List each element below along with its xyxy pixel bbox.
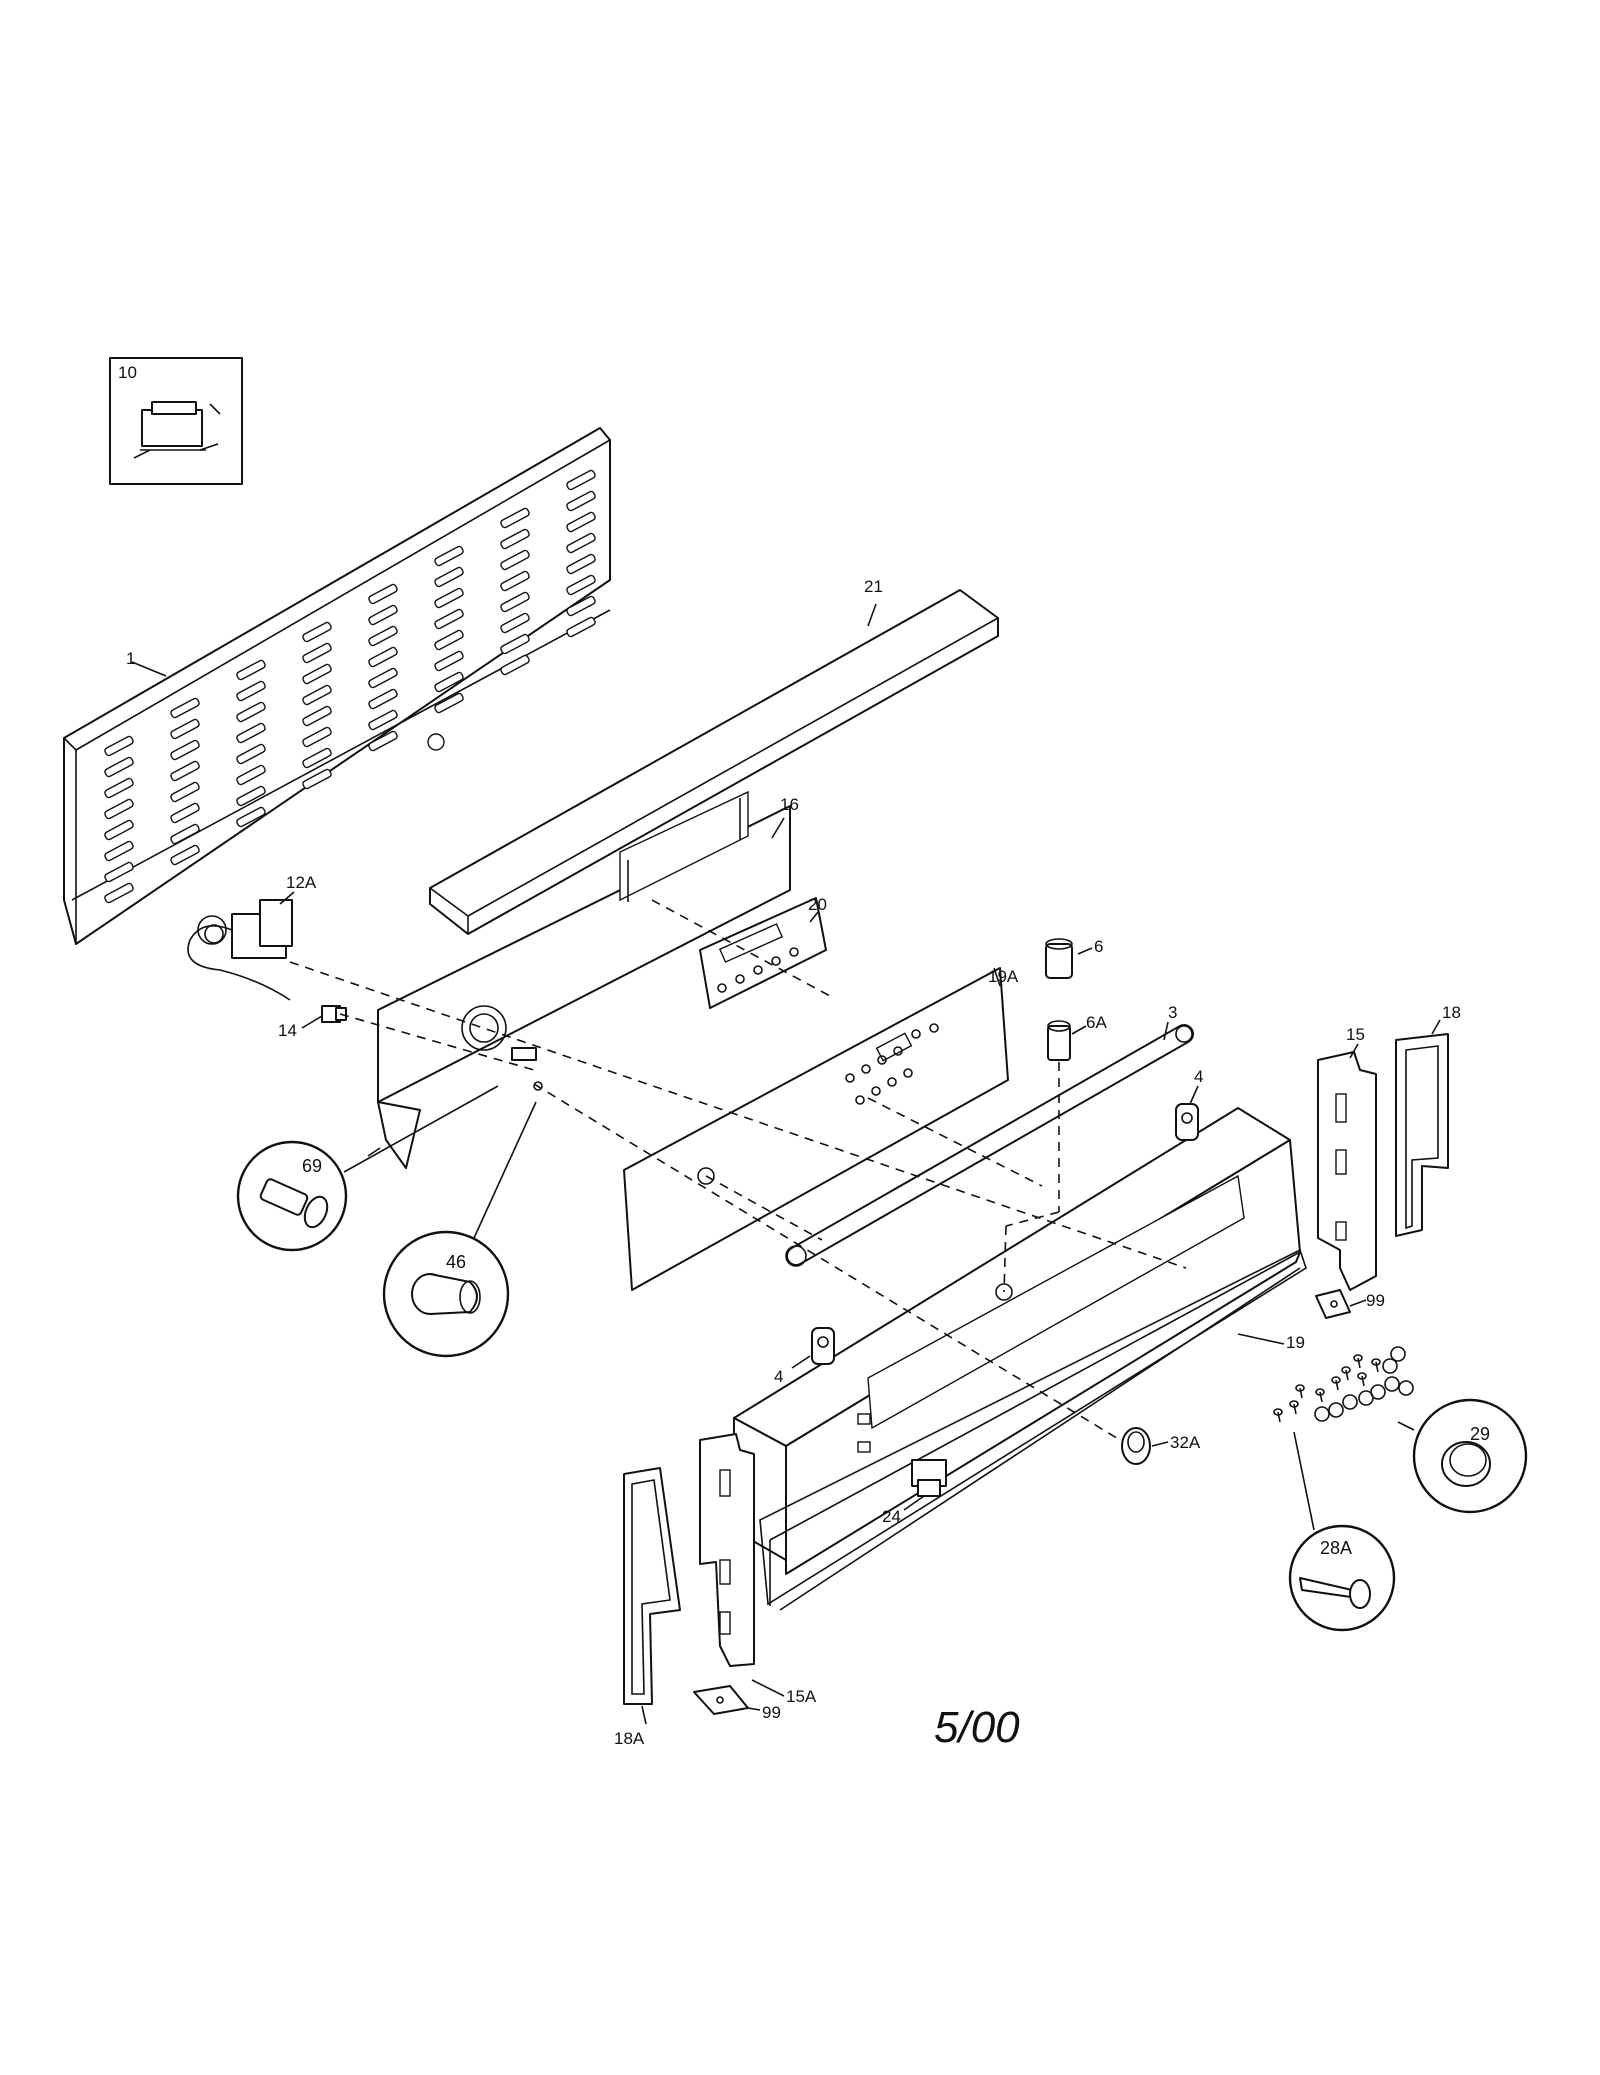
date-mark: 5/00 <box>934 1703 1020 1752</box>
clock-knob-part-6 <box>1045 938 1073 979</box>
label-part-29: 29 <box>1470 1424 1490 1444</box>
label-part-3: 3 <box>1168 1003 1177 1022</box>
knob-bushing-part-6a <box>1047 1020 1071 1061</box>
label-part-12a: 12A <box>286 873 317 892</box>
label-part-19: 19 <box>1286 1333 1305 1352</box>
screw-part-69 <box>259 1178 329 1229</box>
label-part-19a: 19A <box>988 967 1019 986</box>
knob-part-32a <box>1121 1427 1151 1465</box>
label-part-15: 15 <box>1346 1025 1365 1044</box>
clip-lower <box>811 1327 835 1365</box>
clip-upper <box>1175 1103 1199 1141</box>
end-cap-right <box>1395 1033 1449 1237</box>
knob-part-29 <box>1441 1441 1491 1487</box>
electronic-control-board <box>699 897 827 1009</box>
back-guard-panel <box>63 427 611 945</box>
assembly-lines <box>289 899 1187 1441</box>
label-part-20: 20 <box>808 895 827 914</box>
control-board-buttons <box>717 947 799 993</box>
label-part-4-upper: 4 <box>1194 1067 1203 1086</box>
label-part-99-left: 99 <box>762 1703 781 1722</box>
knob-and-screw-cluster <box>1273 1346 1414 1423</box>
label-part-4-lower: 4 <box>774 1367 783 1386</box>
label-part-15a: 15A <box>786 1687 817 1706</box>
end-bracket-right <box>1317 1051 1377 1291</box>
label-part-21: 21 <box>864 577 883 596</box>
control-panel-backing <box>377 790 791 1169</box>
label-part-28a: 28A <box>1320 1538 1352 1558</box>
label-part-1: 1 <box>126 649 135 668</box>
overlay-keypad <box>845 1023 939 1105</box>
switch-part-24 <box>911 1459 947 1497</box>
label-part-6: 6 <box>1094 937 1103 956</box>
callout-69: 69 <box>236 1085 499 1252</box>
transformer-part <box>133 401 221 459</box>
inset-box-part-10: 10 <box>109 357 243 485</box>
bracket-foot-right <box>1315 1289 1351 1319</box>
pin-part-28a <box>1299 1577 1371 1609</box>
thermostat-part <box>187 899 293 1001</box>
overlay-panel <box>623 967 1009 1291</box>
label-part-16: 16 <box>780 795 799 814</box>
vent-slots <box>104 469 596 904</box>
connector-block <box>461 1005 543 1091</box>
callout-28a: 28A <box>1288 1431 1396 1632</box>
label-part-46: 46 <box>446 1252 466 1272</box>
label-part-14: 14 <box>278 1021 297 1040</box>
callout-46: 46 <box>382 1101 537 1358</box>
end-cap-left <box>623 1467 681 1705</box>
label-part-24: 24 <box>882 1507 901 1526</box>
knob-part-46 <box>411 1273 481 1315</box>
label-part-32a: 32A <box>1170 1433 1201 1452</box>
label-part-6a: 6A <box>1086 1013 1107 1032</box>
label-part-99-right: 99 <box>1366 1291 1385 1310</box>
bracket-foot-left <box>693 1685 749 1715</box>
fluorescent-tube <box>785 1024 1194 1267</box>
top-trim-bar <box>429 589 999 935</box>
label-part-18: 18 <box>1442 1003 1461 1022</box>
callout-29: 29 <box>1397 1398 1528 1514</box>
end-bracket-left <box>699 1433 755 1667</box>
label-part-18a: 18A <box>614 1729 645 1748</box>
label-part-69: 69 <box>302 1156 322 1176</box>
label-part-10: 10 <box>118 363 137 382</box>
